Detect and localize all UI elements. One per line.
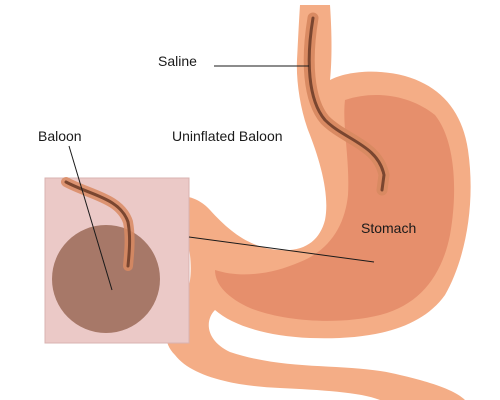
inset-tube (64, 180, 132, 268)
balloon-circle (52, 225, 160, 333)
label-saline: Saline (158, 53, 197, 69)
stomach-tube (307, 16, 386, 192)
uninflated-leader-line (188, 236, 375, 263)
stomach-inner-lining (215, 95, 455, 321)
baloon-leader-line (68, 145, 113, 291)
label-stomach: Stomach (361, 220, 416, 236)
label-uninflated-baloon: Uninflated Baloon (172, 128, 283, 144)
label-baloon: Baloon (38, 128, 82, 144)
